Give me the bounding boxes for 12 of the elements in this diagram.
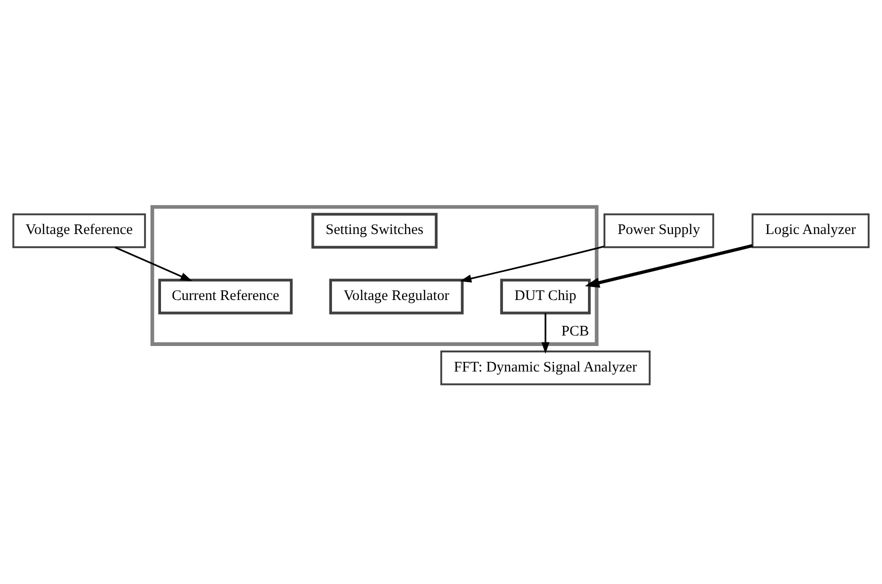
node-box: FFT: Dynamic Signal Analyzer	[440, 350, 651, 386]
arrow	[584, 244, 753, 288]
arrow	[541, 313, 550, 354]
node-box: Voltage Reference	[12, 213, 146, 248]
node-box: Voltage Regulator	[329, 278, 464, 314]
node-box: Logic Analyzer	[752, 213, 870, 248]
node-box: DUT Chip	[500, 278, 591, 314]
node-box: Power Supply	[604, 213, 714, 248]
arrow	[460, 246, 604, 283]
node-box: Current Reference	[158, 278, 293, 314]
node-box: Setting Switches	[311, 212, 438, 249]
arrow	[114, 246, 192, 282]
